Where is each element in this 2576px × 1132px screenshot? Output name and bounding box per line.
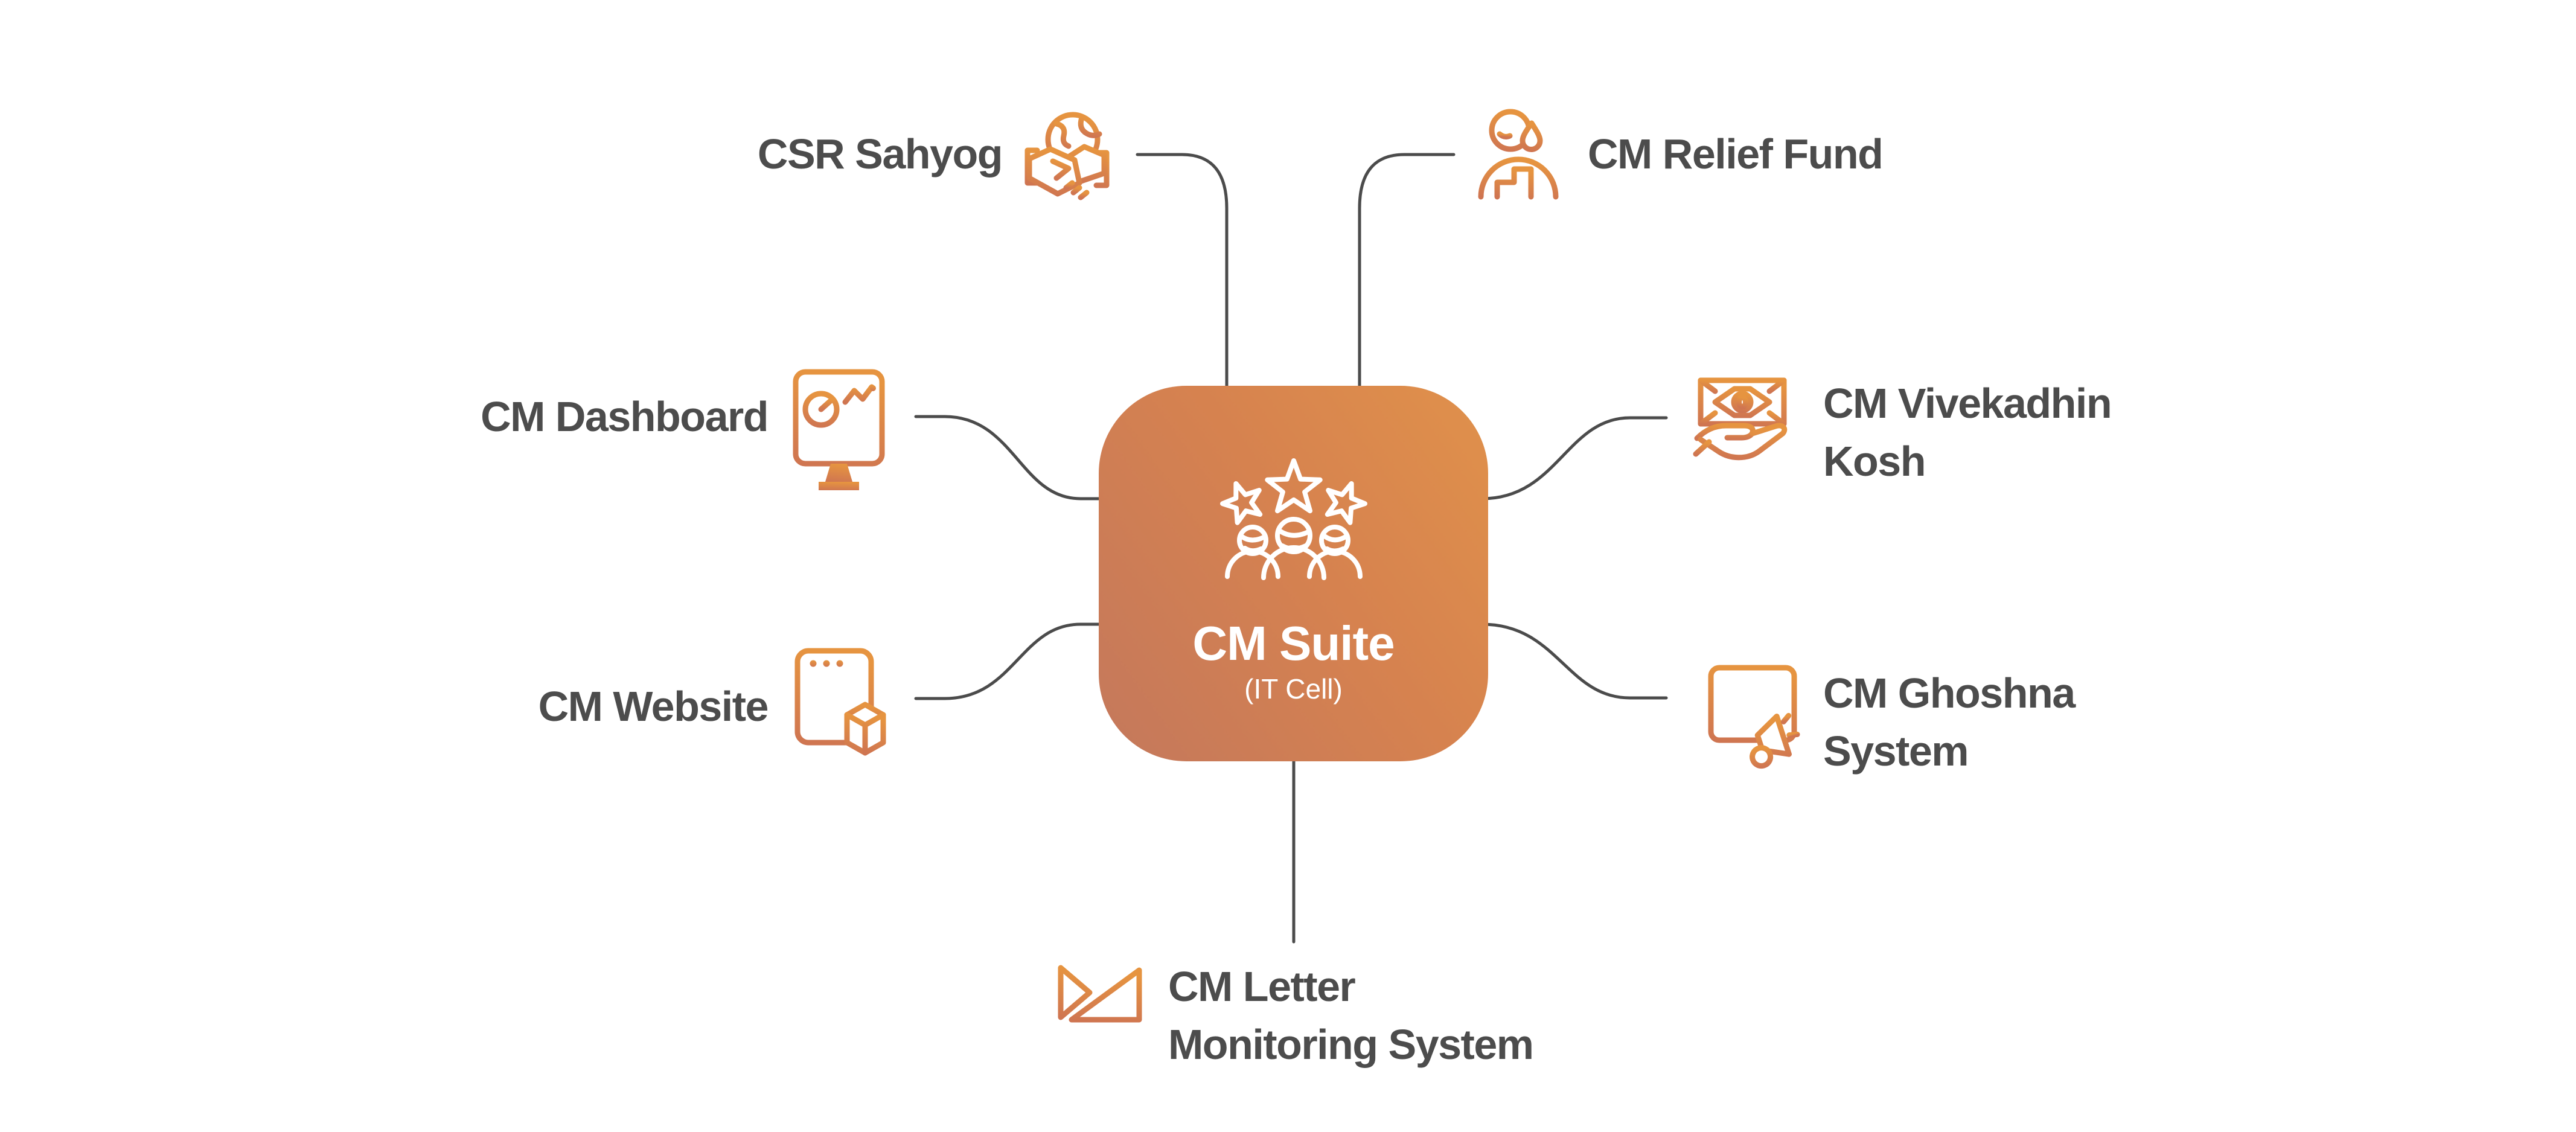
label-cm-dashboard: CM Dashboard — [481, 388, 769, 446]
connector-cm-website — [914, 622, 1107, 700]
browser-cube-icon — [794, 648, 886, 756]
label-cm-ghoshna-system: CM Ghoshna System — [1823, 664, 2076, 780]
connector-cm-vivekadhin-kosh — [1480, 416, 1668, 500]
connector-csr-sahyog — [1136, 153, 1229, 391]
label-line: CM Vivekadhin — [1823, 380, 2112, 427]
open-letter-icon — [1058, 965, 1142, 1023]
table-megaphone-icon — [1708, 665, 1800, 769]
center-title: CM Suite — [1192, 616, 1395, 670]
label-line: CSR Sahyog — [757, 130, 1003, 177]
label-cm-relief-fund: CM Relief Fund — [1588, 125, 1884, 183]
label-line: CM Dashboard — [481, 393, 769, 440]
person-teardrop-icon — [1478, 109, 1559, 207]
label-line: CM Letter — [1168, 963, 1356, 1010]
center-subtitle: (IT Cell) — [1244, 673, 1343, 705]
monitor-charts-icon — [793, 369, 885, 490]
globe-handshake-icon — [1024, 112, 1110, 200]
connector-cm-relief-fund — [1358, 153, 1456, 391]
people-stars-icon — [1209, 457, 1378, 580]
label-line: CM Relief Fund — [1588, 130, 1884, 177]
money-hand-icon — [1693, 377, 1788, 461]
center-hub-cm-suite: CM Suite (IT Cell) — [1099, 386, 1488, 761]
label-line: Kosh — [1823, 438, 1926, 485]
label-line: CM Ghoshna — [1823, 670, 2076, 717]
label-cm-website: CM Website — [538, 677, 769, 735]
connector-cm-dashboard — [914, 415, 1107, 500]
label-line: CM Website — [538, 683, 769, 730]
label-line: System — [1823, 727, 1969, 775]
connector-cm-ghoshna-system — [1480, 622, 1668, 700]
label-cm-letter-monitoring-system: CM Letter Monitoring System — [1168, 958, 1534, 1073]
label-line: Monitoring System — [1168, 1021, 1534, 1068]
label-csr-sahyog: CSR Sahyog — [757, 125, 1003, 183]
label-cm-vivekadhin-kosh: CM Vivekadhin Kosh — [1823, 374, 2112, 490]
